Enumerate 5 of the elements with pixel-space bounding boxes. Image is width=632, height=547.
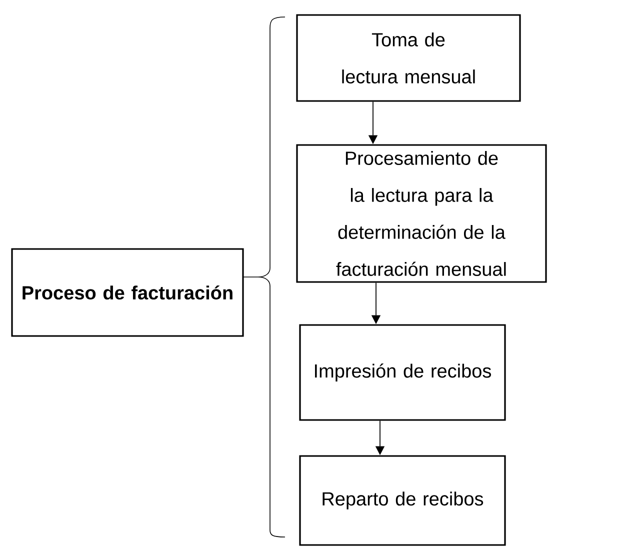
process-box: Procesamiento de la lectura para la determinación de la facturación mensual bbox=[296, 144, 547, 283]
process-box: Proceso de facturación bbox=[11, 248, 244, 337]
process-box: Impresión de recibos bbox=[299, 324, 506, 421]
process-box: Toma de lectura mensual bbox=[296, 14, 521, 102]
process-box: Reparto de recibos bbox=[299, 455, 506, 546]
